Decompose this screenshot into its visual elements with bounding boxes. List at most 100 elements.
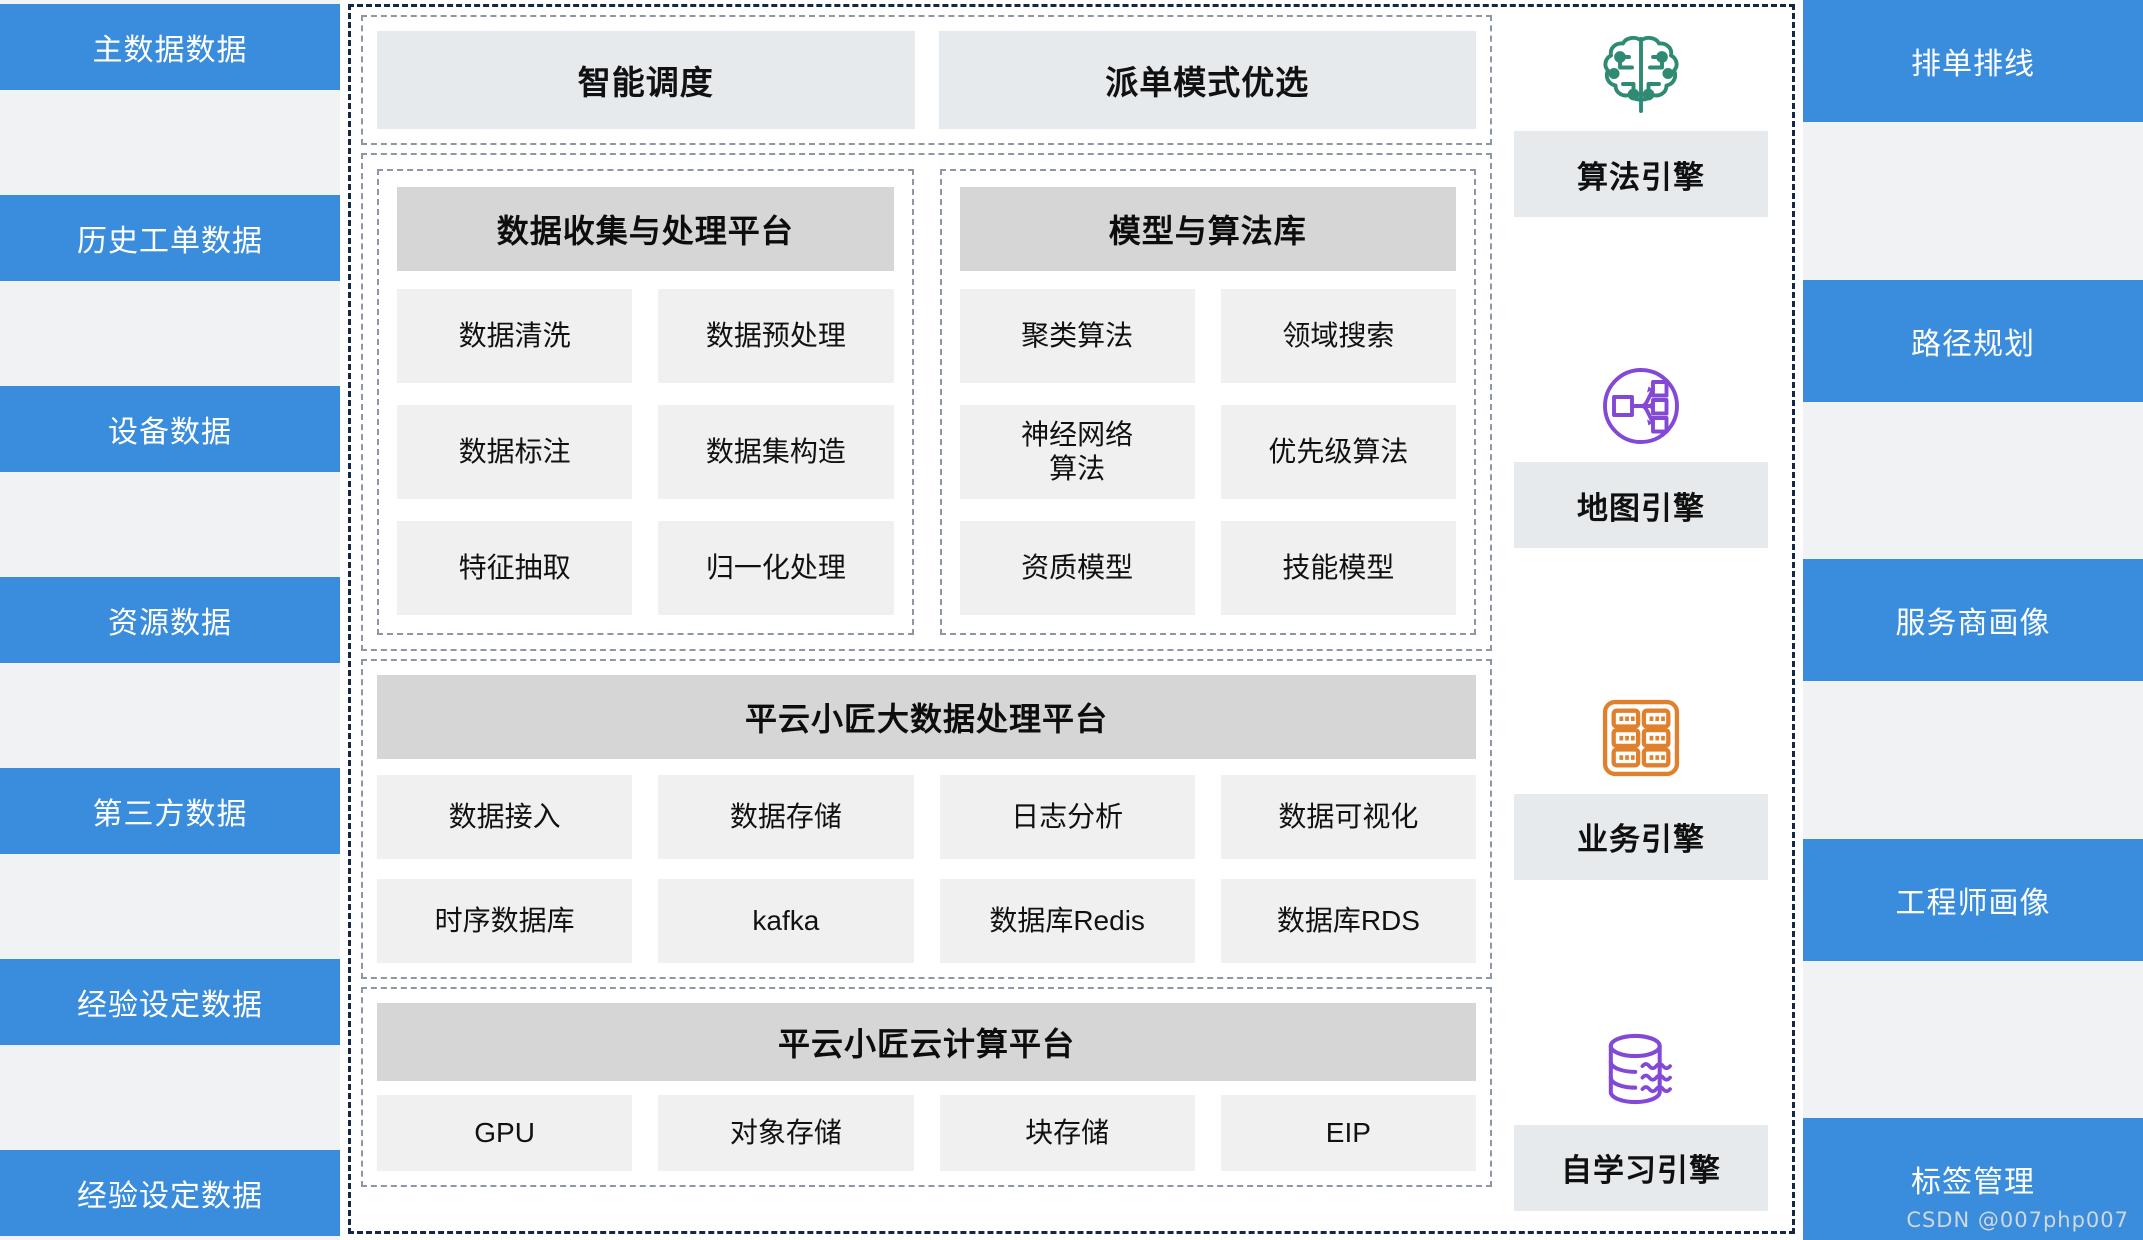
top-box-label-2: 派单模式优选 bbox=[1105, 64, 1310, 101]
left-rail-item-4[interactable]: 资源数据 bbox=[0, 577, 340, 663]
model-algorithm-cell[interactable]: 资质模型 bbox=[959, 521, 1195, 615]
right-rail-item-2[interactable]: 路径规划 bbox=[1803, 279, 2143, 402]
engine-algorithm-label-box: 算法引擎 bbox=[1514, 131, 1768, 217]
left-rail-item-2[interactable]: 历史工单数据 bbox=[0, 195, 340, 281]
cell-label: 数据清洗 bbox=[458, 320, 571, 352]
engine-map-label-box: 地图引擎 bbox=[1514, 462, 1768, 549]
data-collection-cell[interactable]: 数据集构造 bbox=[658, 405, 894, 499]
right-rail-label-2: 路径规划 bbox=[1911, 327, 2035, 361]
cell-label: 块存储 bbox=[1025, 1117, 1110, 1149]
cell-label: 数据库RDS bbox=[1276, 905, 1420, 937]
cell-label: 数据存储 bbox=[729, 801, 842, 833]
model-algorithm-cell[interactable]: 神经网络 算法 bbox=[959, 405, 1195, 499]
data-collection-cell[interactable]: 数据预处理 bbox=[658, 289, 894, 383]
engine-column: 算法引擎 bbox=[1492, 15, 1782, 1221]
data-and-model-panel: 数据收集与处理平台 数据清洗 数据预处理 数据标注 数据集构造 特征抽取 归一化… bbox=[361, 153, 1492, 651]
right-rail-label-4: 工程师画像 bbox=[1895, 886, 2051, 920]
right-rail-label-1: 排单排线 bbox=[1911, 48, 2035, 81]
cloud-cell[interactable]: GPU bbox=[377, 1095, 633, 1171]
bigdata-cell[interactable]: 时序数据库 bbox=[377, 879, 633, 963]
right-rail-item-3[interactable]: 服务商画像 bbox=[1803, 559, 2143, 681]
bigdata-title: 平云小匠大数据处理平台 bbox=[377, 675, 1476, 759]
cell-label: 领域搜索 bbox=[1282, 320, 1395, 352]
engine-map[interactable]: 地图引擎 bbox=[1514, 352, 1768, 549]
model-algorithm-title-text: 模型与算法库 bbox=[1108, 213, 1307, 249]
left-rail-item-5[interactable]: 第三方数据 bbox=[0, 768, 340, 854]
right-capabilities-rail: 排单排线 路径规划 服务商画像 工程师画像 标签管理 bbox=[1803, 0, 2143, 1240]
left-rail-item-1[interactable]: 主数据数据 bbox=[0, 4, 340, 90]
engine-map-label: 地图引擎 bbox=[1577, 490, 1705, 526]
cell-label: 归一化处理 bbox=[705, 552, 846, 584]
model-algorithm-grid: 聚类算法 领域搜索 神经网络 算法 优先级算法 资质模型 技能模型 bbox=[959, 289, 1456, 615]
cell-label: 数据库Redis bbox=[989, 905, 1145, 937]
left-rail-item-6[interactable]: 经验设定数据 bbox=[0, 959, 340, 1045]
left-rail-item-7[interactable]: 经验设定数据 bbox=[0, 1150, 340, 1236]
top-box-dispatch-mode[interactable]: 派单模式优选 bbox=[938, 31, 1476, 129]
cloud-cell[interactable]: 对象存储 bbox=[658, 1095, 914, 1171]
bigdata-cell[interactable]: kafka bbox=[658, 879, 914, 963]
top-box-intelligent-scheduling[interactable]: 智能调度 bbox=[377, 31, 915, 129]
engine-algorithm[interactable]: 算法引擎 bbox=[1514, 21, 1768, 217]
model-algorithm-cell[interactable]: 领域搜索 bbox=[1220, 289, 1456, 383]
platform-outer-frame: 智能调度 派单模式优选 数据收集与处理平台 数据清洗 数据预处理 数据标注 数据… bbox=[348, 4, 1795, 1234]
cell-label: 对象存储 bbox=[729, 1117, 842, 1149]
top-box-label-1: 智能调度 bbox=[577, 64, 714, 101]
right-rail-item-4[interactable]: 工程师画像 bbox=[1803, 838, 2143, 961]
cloud-title: 平云小匠云计算平台 bbox=[377, 1003, 1476, 1081]
left-rail-item-3[interactable]: 设备数据 bbox=[0, 386, 340, 472]
cell-label: 技能模型 bbox=[1282, 552, 1395, 584]
engine-business[interactable]: 业务引擎 bbox=[1514, 684, 1768, 880]
model-algorithm-cell[interactable]: 技能模型 bbox=[1220, 521, 1456, 615]
cell-label: 聚类算法 bbox=[1021, 320, 1134, 352]
data-collection-card: 数据收集与处理平台 数据清洗 数据预处理 数据标注 数据集构造 特征抽取 归一化… bbox=[377, 169, 914, 635]
platform-stack: 智能调度 派单模式优选 数据收集与处理平台 数据清洗 数据预处理 数据标注 数据… bbox=[361, 15, 1492, 1221]
engine-algorithm-label: 算法引擎 bbox=[1577, 159, 1705, 195]
scheduling-panel: 智能调度 派单模式优选 bbox=[361, 15, 1492, 145]
cell-label: 时序数据库 bbox=[434, 905, 575, 937]
bigdata-cell[interactable]: 数据接入 bbox=[377, 775, 633, 859]
server-rack-icon bbox=[1587, 684, 1695, 792]
cloud-grid: GPU 对象存储 块存储 EIP bbox=[377, 1095, 1476, 1171]
engine-self-learning[interactable]: 自学习引擎 bbox=[1514, 1015, 1768, 1211]
cloud-cell[interactable]: 块存储 bbox=[939, 1095, 1195, 1171]
bigdata-title-text: 平云小匠大数据处理平台 bbox=[744, 701, 1108, 737]
database-waves-icon bbox=[1587, 1015, 1695, 1123]
bigdata-cell[interactable]: 数据可视化 bbox=[1220, 775, 1476, 859]
left-rail-label-4: 资源数据 bbox=[108, 607, 232, 640]
data-collection-cell[interactable]: 数据清洗 bbox=[397, 289, 633, 383]
model-algorithm-card: 模型与算法库 聚类算法 领域搜索 神经网络 算法 优先级算法 资质模型 技能模型 bbox=[939, 169, 1476, 635]
data-collection-title-text: 数据收集与处理平台 bbox=[496, 213, 794, 249]
model-algorithm-cell[interactable]: 聚类算法 bbox=[959, 289, 1195, 383]
left-rail-label-2: 历史工单数据 bbox=[77, 225, 263, 258]
right-rail-item-5[interactable]: 标签管理 bbox=[1803, 1118, 2143, 1240]
cell-label: EIP bbox=[1325, 1117, 1371, 1149]
left-rail-label-5: 第三方数据 bbox=[92, 798, 248, 831]
data-collection-cell[interactable]: 特征抽取 bbox=[397, 521, 633, 615]
left-rail-label-3: 设备数据 bbox=[108, 416, 232, 449]
right-rail-label-3: 服务商画像 bbox=[1895, 607, 2051, 640]
bigdata-cell[interactable]: 数据库Redis bbox=[939, 879, 1195, 963]
route-network-icon bbox=[1587, 352, 1695, 460]
brain-circuit-icon bbox=[1587, 21, 1695, 129]
data-collection-cell[interactable]: 归一化处理 bbox=[658, 521, 894, 615]
cloud-panel: 平云小匠云计算平台 GPU 对象存储 块存储 EIP bbox=[361, 987, 1492, 1187]
right-rail-label-5: 标签管理 bbox=[1911, 1166, 2035, 1199]
cloud-title-text: 平云小匠云计算平台 bbox=[777, 1026, 1075, 1062]
cell-label: 资质模型 bbox=[1021, 552, 1134, 584]
cell-label: 数据标注 bbox=[458, 436, 571, 468]
data-collection-cell[interactable]: 数据标注 bbox=[397, 405, 633, 499]
bigdata-cell[interactable]: 日志分析 bbox=[939, 775, 1195, 859]
bigdata-cell[interactable]: 数据库RDS bbox=[1220, 879, 1476, 963]
engine-business-label-box: 业务引擎 bbox=[1514, 793, 1768, 880]
bigdata-cell[interactable]: 数据存储 bbox=[658, 775, 914, 859]
model-algorithm-cell[interactable]: 优先级算法 bbox=[1220, 405, 1456, 499]
cloud-cell[interactable]: EIP bbox=[1220, 1095, 1476, 1171]
engine-self-learning-label-box: 自学习引擎 bbox=[1514, 1124, 1768, 1211]
left-rail-label-6: 经验设定数据 bbox=[77, 989, 263, 1022]
cell-label: 特征抽取 bbox=[458, 552, 571, 584]
cell-label: 数据接入 bbox=[448, 801, 561, 833]
data-collection-title: 数据收集与处理平台 bbox=[397, 187, 894, 271]
cell-label: 优先级算法 bbox=[1268, 436, 1409, 468]
right-rail-item-1[interactable]: 排单排线 bbox=[1803, 0, 2143, 122]
